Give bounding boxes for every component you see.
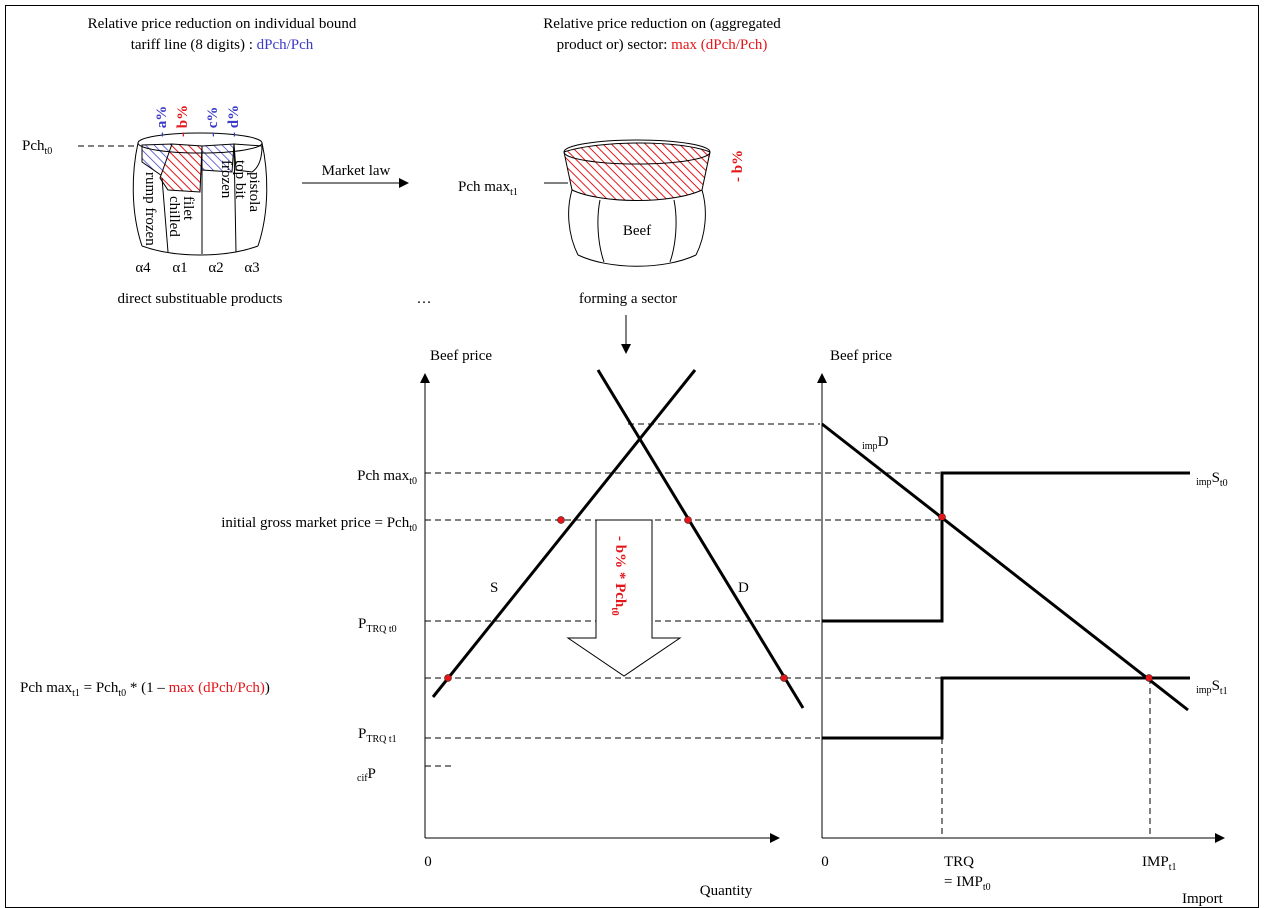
barrel-left: rump frozen filet chilled top bit frozen… — [132, 132, 268, 256]
header-left-line1: Relative price reduction on individual b… — [88, 16, 357, 32]
ellipsis: … — [417, 291, 432, 307]
demand-curve — [596, 369, 805, 709]
import-demand-label: impD — [862, 434, 889, 452]
barrel-right-label: Beef — [623, 223, 651, 239]
label-pchmax-t1: Pch maxt1 = Pcht0 * (1 – max (dPch/Pch)) — [20, 680, 270, 699]
barrel-right-caption: forming a sector — [579, 291, 677, 307]
point-demand-initial — [684, 516, 692, 524]
right-chart-ylabel: Beef price — [830, 348, 892, 364]
barrel-right-pch-label: Pch maxt1 — [458, 179, 518, 198]
point-demand-t1 — [780, 674, 788, 682]
barrel-right-reduction: - b% — [730, 150, 746, 182]
reduction-a: - a% — [154, 106, 170, 137]
segment-top-bit: top bit — [232, 160, 248, 200]
label-ptrq-t0: PTRQ t0 — [358, 616, 397, 635]
header-right-line1: Relative price reduction on (aggregated — [543, 16, 781, 32]
segment-frozen: frozen — [218, 160, 234, 199]
alpha-4: α4 — [135, 260, 151, 276]
alpha-3: α3 — [244, 260, 259, 276]
import-supply-t0-label: impSt0 — [1196, 470, 1228, 489]
left-chart-xlabel: Quantity — [700, 883, 753, 899]
supply-label: S — [490, 580, 498, 596]
barrel-left-band-b — [159, 143, 203, 193]
point-trq — [938, 513, 946, 521]
import-supply-t0 — [822, 471, 1190, 623]
point-imp-t1 — [1145, 674, 1153, 682]
segment-chilled: chilled — [166, 196, 182, 237]
label-pchmax-t0: Pch maxt0 — [357, 468, 417, 487]
point-supply-initial — [557, 516, 565, 524]
alpha-1: α1 — [172, 260, 187, 276]
point-supply-t1 — [444, 674, 452, 682]
left-chart: Beef price 0 Quantity S D - b% * Pcht0 — [420, 348, 1150, 899]
reduction-c: - c% — [205, 107, 221, 137]
barrel-left-pch-label: Pcht0 — [22, 138, 52, 157]
imp-t1-label: IMPt1 — [1142, 854, 1176, 873]
segment-rump-frozen: rump frozen — [142, 172, 158, 246]
header-left-line2: tariff line (8 digits) : dPch/Pch — [131, 37, 314, 53]
label-cif-p: cifP — [357, 766, 376, 784]
left-chart-ylabel: Beef price — [430, 348, 492, 364]
right-chart-xlabel: Import — [1182, 891, 1224, 907]
trq-label: TRQ — [944, 854, 974, 870]
segment-pistola: pistola — [246, 172, 262, 212]
supply-curve — [431, 369, 697, 698]
reduction-b: - b% — [175, 105, 191, 137]
alpha-2: α2 — [208, 260, 223, 276]
segment-filet: filet — [180, 196, 196, 221]
reduction-d: - d% — [226, 105, 242, 137]
left-chart-origin: 0 — [424, 854, 432, 870]
import-supply-t1 — [822, 676, 1190, 740]
barrel-right-band — [563, 142, 711, 201]
right-chart: Beef price 0 impD impSt0 impSt1 TRQ = IM… — [817, 348, 1228, 907]
import-demand-curve — [821, 422, 1189, 712]
header-right-line2: product or) sector: max (dPch/Pch) — [557, 37, 768, 53]
price-drop-label: - b% * Pcht0 — [609, 536, 628, 616]
market-law-label: Market law — [322, 163, 391, 179]
import-supply-t1-label: impSt1 — [1196, 678, 1228, 697]
price-drop-arrow — [566, 519, 682, 677]
right-chart-origin: 0 — [821, 854, 829, 870]
demand-label: D — [738, 580, 749, 596]
barrel-left-caption: direct substituable products — [118, 291, 283, 307]
trq-eq-label: = IMPt0 — [944, 874, 991, 893]
barrel-right: Beef — [563, 139, 711, 267]
label-initial-price: initial gross market price = Pcht0 — [221, 515, 417, 534]
label-ptrq-t1: PTRQ t1 — [358, 726, 397, 745]
